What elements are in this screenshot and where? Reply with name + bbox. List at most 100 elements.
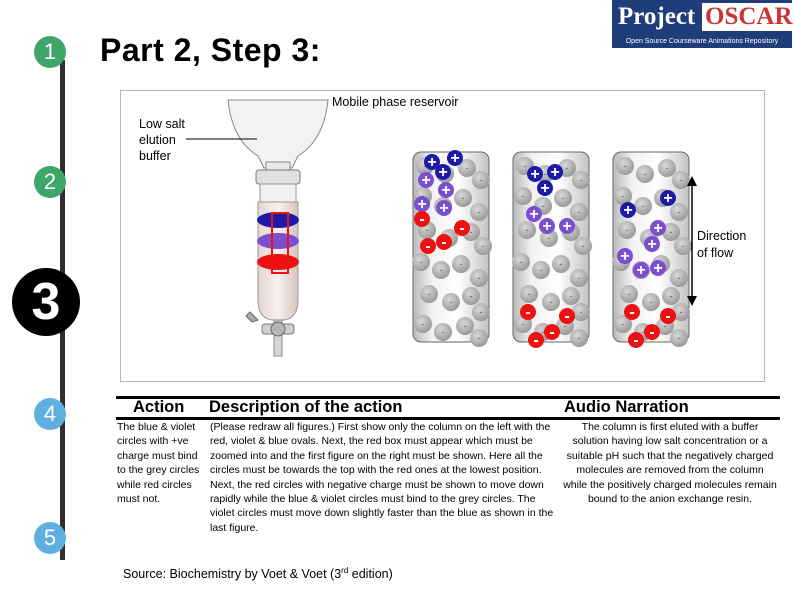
negative-molecule: -	[454, 220, 470, 237]
svg-text:-: -	[549, 324, 554, 341]
svg-text:+: +	[438, 164, 447, 181]
resin-bead: -	[470, 329, 488, 347]
step-3-badge-current[interactable]: 3	[12, 268, 80, 336]
svg-text:+: +	[653, 260, 662, 277]
resin-bead: -	[542, 293, 560, 311]
svg-text:-: -	[678, 273, 681, 283]
resin-bead: -	[456, 317, 474, 335]
svg-text:-: -	[680, 175, 683, 185]
positive-molecule: +	[650, 260, 666, 277]
svg-text:-: -	[426, 225, 429, 235]
resin-bead: -	[642, 293, 660, 311]
step-5-badge[interactable]: 5	[34, 522, 66, 554]
svg-text:-: -	[462, 193, 465, 203]
svg-text:+: +	[647, 236, 656, 253]
resin-bead: -	[434, 323, 452, 341]
negative-molecule: -	[624, 304, 640, 321]
svg-text:-: -	[533, 332, 538, 349]
resin-bead: -	[512, 253, 530, 271]
source-superscript: rd	[341, 566, 349, 575]
svg-text:-: -	[480, 175, 483, 185]
audio-header: Audio Narration	[564, 398, 689, 416]
svg-text:-: -	[670, 227, 673, 237]
svg-text:+: +	[417, 196, 426, 213]
svg-text:-: -	[580, 175, 583, 185]
svg-text:+: +	[441, 182, 450, 199]
buffer-label-line-3: buffer	[139, 149, 171, 163]
svg-text:-: -	[442, 327, 445, 337]
resin-bead: -	[520, 285, 538, 303]
svg-text:-: -	[578, 207, 581, 217]
positive-molecule: +	[633, 262, 649, 279]
buffer-label-line-1: Low salt	[139, 117, 185, 131]
positive-molecule: +	[547, 164, 563, 181]
resin-bead: -	[412, 253, 430, 271]
resin-bead: -	[470, 269, 488, 287]
positive-molecule: +	[414, 196, 430, 213]
violet-oval-band	[257, 233, 299, 249]
positive-molecule: +	[537, 180, 553, 197]
svg-text:-: -	[420, 257, 423, 267]
resin-bead: -	[472, 171, 490, 189]
positive-molecule: +	[644, 236, 660, 253]
svg-text:-: -	[678, 207, 681, 217]
svg-text:-: -	[464, 321, 467, 331]
step-1-number: 1	[43, 39, 57, 64]
svg-text:-: -	[478, 273, 481, 283]
svg-text:-: -	[622, 191, 625, 201]
resin-bead: -	[636, 165, 654, 183]
resin-bead: -	[672, 303, 690, 321]
positive-molecule: +	[527, 166, 543, 183]
description-text: (Please redraw all figures.) First show …	[210, 421, 554, 534]
positive-molecule: +	[660, 190, 676, 207]
resin-bead: -	[574, 237, 592, 255]
svg-text:-: -	[670, 291, 673, 301]
resin-bead: -	[572, 171, 590, 189]
svg-text:-: -	[666, 163, 669, 173]
resin-bead: -	[570, 329, 588, 347]
svg-text:-: -	[642, 201, 645, 211]
positive-molecule: +	[447, 150, 463, 167]
logo-tagline: Open Source Courseware Animations Reposi…	[612, 36, 792, 48]
svg-text:+: +	[439, 200, 448, 217]
resin-bead: -	[670, 203, 688, 221]
positive-molecule: +	[436, 200, 452, 217]
step-4-badge[interactable]: 4	[34, 398, 66, 430]
resin-bead: -	[634, 197, 652, 215]
svg-text:-: -	[564, 321, 567, 331]
svg-text:-: -	[466, 163, 469, 173]
resin-bead: -	[670, 329, 688, 347]
svg-text:-: -	[560, 259, 563, 269]
svg-text:-: -	[478, 207, 481, 217]
svg-text:-: -	[665, 308, 670, 325]
resin-bead: -	[554, 189, 572, 207]
svg-text:+: +	[530, 166, 539, 183]
svg-text:+: +	[540, 180, 549, 197]
reservoir-label: Mobile phase reservoir	[332, 95, 459, 109]
negative-molecule: -	[528, 332, 544, 349]
step-2-badge[interactable]: 2	[34, 166, 66, 198]
svg-text:-: -	[450, 297, 453, 307]
svg-text:-: -	[578, 273, 581, 283]
negative-molecule: -	[628, 332, 644, 349]
svg-text:+: +	[562, 218, 571, 235]
negative-molecule: -	[414, 211, 430, 228]
red-oval-band	[257, 254, 299, 270]
positive-molecule: +	[418, 172, 434, 189]
svg-text:-: -	[470, 291, 473, 301]
svg-text:-: -	[582, 241, 585, 251]
resin-bead: -	[672, 171, 690, 189]
resin-bead: -	[562, 287, 580, 305]
positive-molecule: +	[617, 248, 633, 265]
action-text: The blue & violet circles with +ve charg…	[117, 421, 200, 506]
svg-text:-: -	[566, 163, 569, 173]
svg-text:-: -	[664, 321, 667, 331]
negative-molecule: -	[544, 324, 560, 341]
page-title: Part 2, Step 3:	[100, 32, 321, 68]
svg-text:-: -	[548, 233, 551, 243]
positive-molecule: +	[435, 164, 451, 181]
resin-bead: -	[452, 255, 470, 273]
svg-text:-: -	[524, 161, 527, 171]
step-1-badge[interactable]: 1	[34, 36, 66, 68]
